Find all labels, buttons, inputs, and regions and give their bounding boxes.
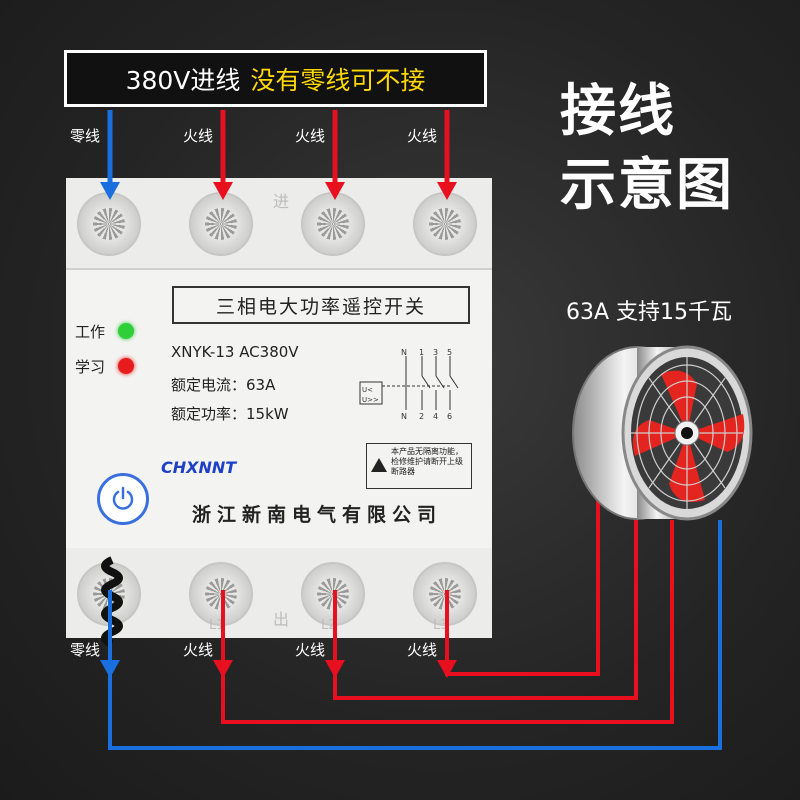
input-note-banner: 380V进线 没有零线可不接: [64, 50, 487, 107]
terminal-n-in: [77, 192, 141, 256]
diagram-bottom-4: 4: [433, 412, 438, 420]
warning-label: 本产品无隔离功能，检修维护请断开上级断路器: [366, 443, 472, 489]
l2-in-arrow: [325, 182, 345, 200]
diagram-bottom-n: N: [401, 412, 407, 420]
diagram-top-3: 3: [433, 348, 438, 357]
rated-power-text: 额定功率：15kW: [171, 405, 289, 423]
neutral-in-arrow: [100, 182, 120, 200]
fan-spec-text: 63A 支持15千瓦: [566, 300, 733, 325]
contact-diagram: N 1 3 5 N 2 4 6 U< U>>: [359, 348, 459, 420]
wire-label-neutral-out: 零线: [70, 641, 101, 659]
wire-label-neutral-in: 零线: [70, 127, 101, 145]
power-button[interactable]: [97, 473, 149, 525]
neutral-out-wire: [108, 520, 722, 750]
l1-out-arrow: [213, 660, 233, 678]
l1-out-wire: [221, 520, 674, 724]
diagram-undervoltage: U<: [362, 386, 373, 394]
antenna-coil: [101, 556, 123, 648]
l3-out-arrow: [437, 660, 457, 678]
output-side-label: 出: [273, 610, 290, 629]
diagram-bottom-2: 2: [419, 412, 424, 420]
work-led: [118, 323, 134, 339]
input-terminal-strip: 进: [66, 178, 492, 268]
neutral-out-arrow: [100, 660, 120, 678]
terminal-l2-in: [301, 192, 365, 256]
output-terminal-strip: 出 L1 L2 L3: [66, 548, 492, 638]
terminal-l1-in: [189, 192, 253, 256]
title-line-2: 示意图: [560, 153, 734, 218]
wire-label-l3-in: 火线: [407, 127, 438, 145]
l2-out-wire: [333, 520, 638, 700]
title-line-1: 接线: [560, 79, 676, 144]
rated-current-text: 额定电流：63A: [171, 376, 276, 394]
wire-label-l2-out: 火线: [295, 641, 326, 659]
diagram-top-5: 5: [447, 348, 452, 357]
diagram-top-n: N: [401, 348, 407, 357]
banner-voltage-text: 380V进线: [125, 65, 241, 95]
work-indicator-label: 工作: [75, 323, 106, 341]
l3-out-wire: [445, 500, 600, 676]
power-icon: [112, 486, 134, 510]
brand-logo: CHXNNT: [161, 458, 237, 477]
remote-switch-device: 进 三相电大功率遥控开关 工作 学习 XNYK-13 AC380V 额定电流：6…: [66, 178, 492, 638]
terminal-label-l3: L3: [433, 618, 449, 633]
model-text: XNYK-13 AC380V: [171, 343, 299, 361]
warning-triangle-icon: [371, 458, 387, 472]
banner-neutral-note: 没有零线可不接: [250, 65, 426, 95]
l1-in-arrow: [213, 182, 233, 200]
diagram-top-1: 1: [419, 348, 424, 357]
diagram-overvoltage: U>>: [362, 396, 379, 404]
wire-label-l2-in: 火线: [295, 127, 326, 145]
company-name: 浙江新南电气有限公司: [191, 504, 442, 526]
diagram-bottom-6: 6: [447, 412, 452, 420]
wire-label-l1-out: 火线: [183, 641, 214, 659]
terminal-label-l2: L2: [321, 618, 337, 633]
input-side-label: 进: [273, 192, 290, 211]
l3-in-arrow: [437, 182, 457, 200]
device-name: 三相电大功率遥控开关: [172, 286, 470, 324]
terminal-l3-in: [413, 192, 477, 256]
terminal-label-l1: L1: [209, 618, 225, 633]
learn-led: [118, 358, 134, 374]
wire-label-l1-in: 火线: [183, 127, 214, 145]
exhaust-fan-image: [572, 345, 753, 521]
learn-indicator-label: 学习: [75, 358, 106, 376]
l2-out-arrow: [325, 660, 345, 678]
warning-text: 本产品无隔离功能，检修维护请断开上级断路器: [391, 447, 463, 476]
wire-label-l3-out: 火线: [407, 641, 438, 659]
